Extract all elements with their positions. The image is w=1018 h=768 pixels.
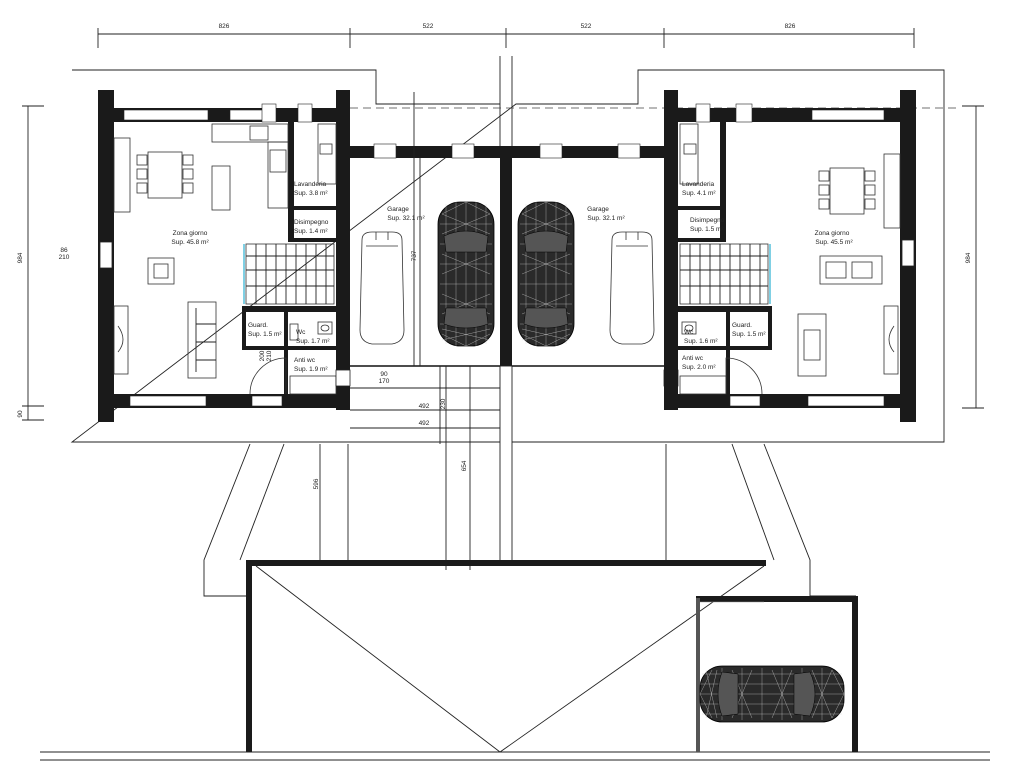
right-living-name: Zona giorno [815, 230, 850, 237]
right-garage-area: Sup. 32.1 m² [587, 215, 625, 222]
right-staircase [679, 243, 771, 305]
right-garage-name: Garage [587, 206, 609, 213]
dim-width-a: 492 [419, 403, 430, 410]
top-dimension-line [97, 28, 915, 48]
left-wc-area: Sup. 1.7 m² [296, 338, 330, 345]
dim-top-2: 522 [423, 23, 434, 30]
dim-left-bottom: 90 [17, 410, 24, 418]
carport-car [699, 665, 845, 723]
left-house-walls [98, 90, 350, 422]
dim-depth-b: 596 [313, 478, 320, 489]
right-hall-name: Disimpegno [690, 217, 725, 224]
left-antewc-area: Sup. 1.9 m² [294, 366, 328, 373]
left-garage-area: Sup. 32.1 m² [387, 215, 425, 222]
right-antewc-area: Sup. 2.0 m² [682, 364, 716, 371]
left-living-area: Sup. 45.8 m² [171, 239, 209, 246]
right-garage-car-outline [609, 231, 655, 345]
left-closet-name: Guard. [248, 322, 268, 329]
dim-door-mid-a: 90 [380, 371, 388, 378]
dim-door-left-b: 210 [59, 254, 70, 261]
dim-door-mid-b: 170 [379, 378, 390, 385]
left-living-name: Zona giorno [173, 230, 208, 237]
dim-wall-small-a: 200 [259, 350, 266, 361]
left-garage-car [437, 201, 495, 347]
right-wc-name: Wc [684, 329, 694, 336]
right-living-furniture [679, 167, 899, 395]
dim-top-4: 826 [785, 23, 796, 30]
left-garage-car-outline [359, 231, 405, 345]
dim-left-height: 984 [17, 252, 24, 263]
left-antewc-name: Anti wc [294, 357, 316, 364]
right-house-walls [664, 90, 916, 422]
dim-depth-c: 654 [461, 460, 468, 471]
lot-boundary [70, 69, 945, 443]
left-staircase [243, 243, 335, 305]
right-interior-partitions [678, 122, 901, 394]
dim-width-b: 492 [419, 420, 430, 427]
right-antewc-name: Anti wc [682, 355, 704, 362]
right-wc-area: Sup. 1.6 m² [684, 338, 718, 345]
right-laundry-area: Sup. 4.1 m² [682, 190, 716, 197]
garage-walls [335, 143, 679, 387]
right-closet-area: Sup. 1.5 m² [732, 331, 766, 338]
dim-depth-a: 230 [440, 398, 447, 409]
front-dimension-lines [319, 92, 500, 570]
driveway-and-carport [40, 365, 990, 761]
right-closet-name: Guard. [732, 322, 752, 329]
left-garage-name: Garage [387, 206, 409, 213]
left-living-furniture [113, 151, 337, 395]
left-interior-partitions [113, 122, 337, 394]
left-hall-name: Disimpegno [294, 219, 329, 226]
right-dimension-line [962, 105, 984, 409]
left-dimension-line [22, 105, 44, 421]
left-closet-area: Sup. 1.5 m² [248, 331, 282, 338]
dim-garage-depth: 737 [411, 250, 418, 261]
right-garage-car [517, 201, 575, 347]
right-living-area: Sup. 45.5 m² [815, 239, 853, 246]
dim-door-left-a: 86 [60, 247, 68, 254]
left-hall-area: Sup. 1.4 m² [294, 228, 328, 235]
right-laundry-name: Lavanderia [682, 181, 715, 188]
left-laundry-name: Lavanderia [294, 181, 327, 188]
dim-top-1: 826 [219, 23, 230, 30]
left-laundry-area: Sup. 3.8 m² [294, 190, 328, 197]
dim-top-3: 522 [581, 23, 592, 30]
left-wc-name: Wc [296, 329, 306, 336]
right-hall-area: Sup. 1.5 m² [690, 226, 724, 233]
dim-wall-small-b: 210 [266, 350, 273, 361]
dim-right-height: 984 [965, 252, 972, 263]
